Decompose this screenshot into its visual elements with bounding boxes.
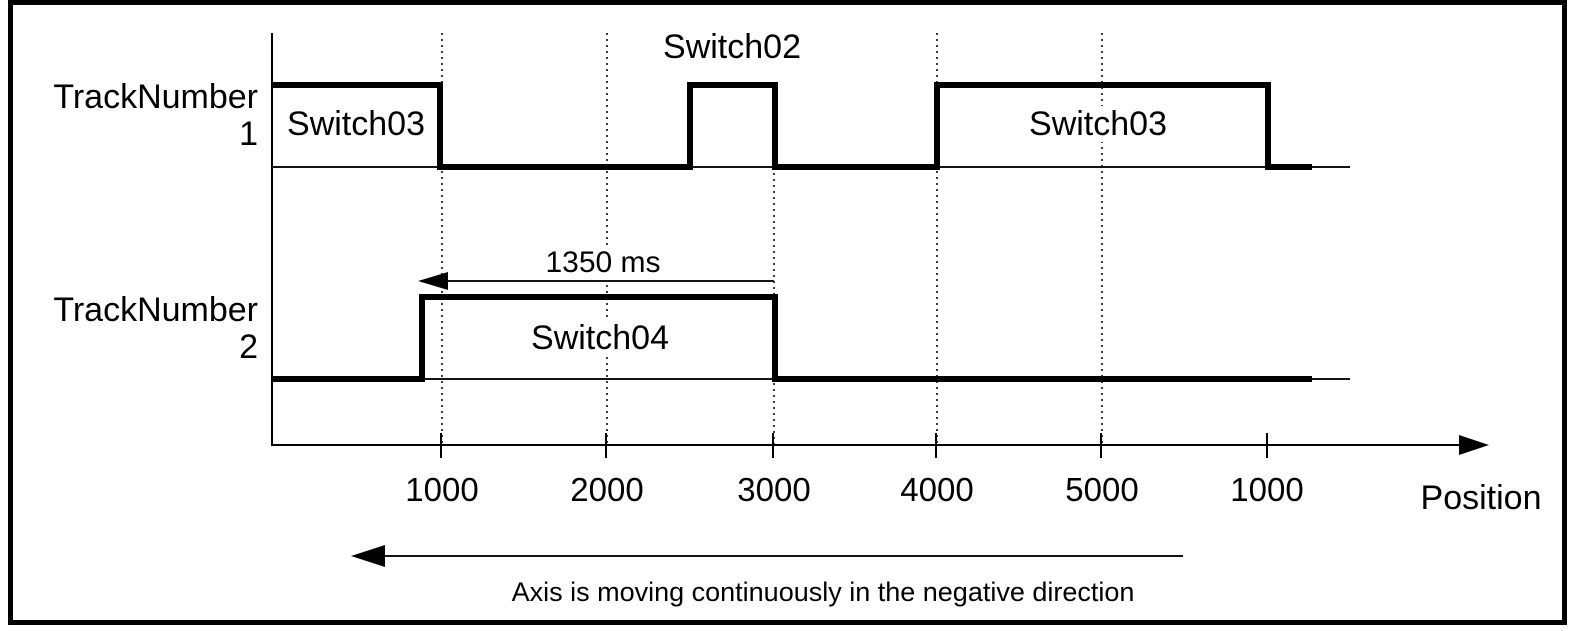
- track1-high-segment-1: [272, 82, 443, 88]
- track2-name: TrackNumber 2: [28, 292, 258, 366]
- tick-1000-wrapped: [1266, 433, 1268, 458]
- track2-rising-edge: [419, 294, 425, 382]
- tick-label-1000: 1000: [405, 471, 479, 508]
- track1-rising-edge-3: [934, 82, 940, 170]
- track1-high-segment-3: [934, 82, 1271, 88]
- track1-name-line2: 1: [239, 115, 258, 153]
- track2-low-segment-1: [272, 376, 422, 382]
- track1-name: TrackNumber 1: [28, 79, 258, 153]
- switch03-label-2: Switch03: [1023, 106, 1173, 142]
- tick-3000: [772, 433, 774, 458]
- tick-5000: [1100, 433, 1102, 458]
- track1-low-segment-2: [776, 164, 938, 170]
- tick-1000: [440, 433, 442, 458]
- track2-low-segment-2: [772, 376, 1312, 382]
- duration-arrow-line: [447, 280, 774, 282]
- diagram-border: [8, 0, 1567, 625]
- track1-low-segment-3: [1265, 164, 1312, 170]
- track1-falling-edge-1: [437, 82, 443, 170]
- gridline-1000: [441, 33, 443, 446]
- track1-rising-edge-2: [687, 82, 693, 170]
- gridline-5000: [1101, 33, 1103, 446]
- direction-arrow-line: [383, 555, 1183, 557]
- track1-high-segment-2: [687, 82, 778, 88]
- gridline-4000: [936, 33, 938, 446]
- track1-low-segment-1: [443, 164, 693, 170]
- tick-label-2000: 2000: [570, 471, 644, 508]
- switch04-label: Switch04: [525, 320, 675, 356]
- tick-label-5000: 5000: [1065, 471, 1139, 508]
- x-axis-title: Position: [1420, 479, 1542, 517]
- duration-label: 1350 ms: [468, 246, 738, 280]
- track2-name-line1: TrackNumber: [53, 291, 258, 329]
- direction-note: Axis is moving continuously in the negat…: [511, 577, 1135, 607]
- tick-label-1000-wrapped: 1000: [1230, 471, 1304, 508]
- track1-falling-edge-3: [1265, 82, 1271, 170]
- tick-4000: [935, 433, 937, 458]
- tick-2000: [605, 433, 607, 458]
- x-axis-line: [272, 444, 1461, 446]
- x-axis-arrow-icon: [1459, 435, 1489, 455]
- track2-falling-edge: [772, 294, 778, 382]
- gridline-2000: [606, 33, 608, 446]
- track1-name-line1: TrackNumber: [53, 78, 258, 116]
- y-axis-line: [271, 33, 273, 446]
- track2-name-line2: 2: [239, 328, 258, 366]
- switch02-label: Switch02: [663, 28, 801, 66]
- tick-label-4000: 4000: [900, 471, 974, 508]
- tick-label-3000: 3000: [737, 471, 811, 508]
- track1-falling-edge-2: [772, 82, 778, 170]
- duration-arrow-head-icon: [418, 272, 448, 290]
- switch03-label-1: Switch03: [287, 105, 425, 143]
- direction-arrow-head-icon: [351, 545, 385, 567]
- track2-high-segment: [419, 294, 778, 300]
